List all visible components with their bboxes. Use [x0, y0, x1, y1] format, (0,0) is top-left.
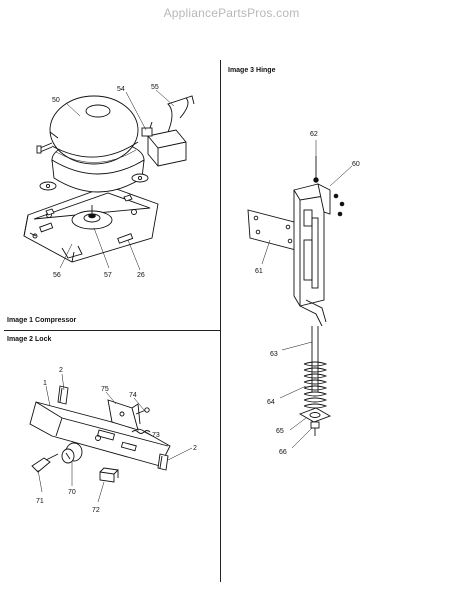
lock-assembly: 1 2 75 74 73 2 70 71 72 — [29, 367, 197, 514]
part-number-61: 61 — [255, 268, 263, 275]
hinge-bracket — [293, 183, 325, 307]
vertical-divider — [220, 60, 221, 582]
part-number-1: 1 — [43, 380, 47, 387]
part-number-56: 56 — [53, 272, 61, 279]
lock-strike — [99, 471, 115, 483]
compressor-assembly: 50 54 55 56 57 26 — [23, 84, 195, 279]
part-number-50: 50 — [52, 97, 60, 104]
image2-label: Image 2 Lock — [7, 336, 52, 343]
part-number-55: 55 — [151, 84, 159, 91]
lock-bracket — [107, 399, 139, 431]
image1-label: Image 1 Compressor — [7, 317, 77, 324]
part-number-73: 73 — [152, 432, 160, 439]
power-cord — [167, 97, 189, 133]
part-number-62: 62 — [310, 131, 318, 138]
hinge-spring — [303, 361, 328, 409]
horizontal-divider — [4, 330, 220, 331]
part-number-26: 26 — [137, 272, 145, 279]
compressor-dome — [49, 95, 139, 165]
part-number-72: 72 — [92, 507, 100, 514]
part-number-71: 71 — [36, 498, 44, 505]
part-number-75: 75 — [101, 386, 109, 393]
image3-label: Image 3 Hinge — [228, 67, 276, 74]
hinge-assembly: 62 60 61 63 64 65 66 — [247, 131, 360, 456]
part-number-64: 64 — [267, 399, 275, 406]
part-number-54: 54 — [117, 86, 125, 93]
part-number-2-upper: 2 — [59, 367, 63, 374]
part-number-74: 74 — [129, 392, 137, 399]
lock-key — [31, 457, 51, 473]
part-number-63: 63 — [270, 351, 278, 358]
site-watermark: AppliancePartsPros.com — [163, 6, 300, 20]
part-number-60: 60 — [352, 161, 360, 168]
part-number-65: 65 — [276, 428, 284, 435]
relay-overload — [147, 129, 187, 167]
part-number-70: 70 — [68, 489, 76, 496]
part-number-66: 66 — [279, 449, 287, 456]
part-number-57: 57 — [104, 272, 112, 279]
part-number-2-right: 2 — [193, 445, 197, 452]
